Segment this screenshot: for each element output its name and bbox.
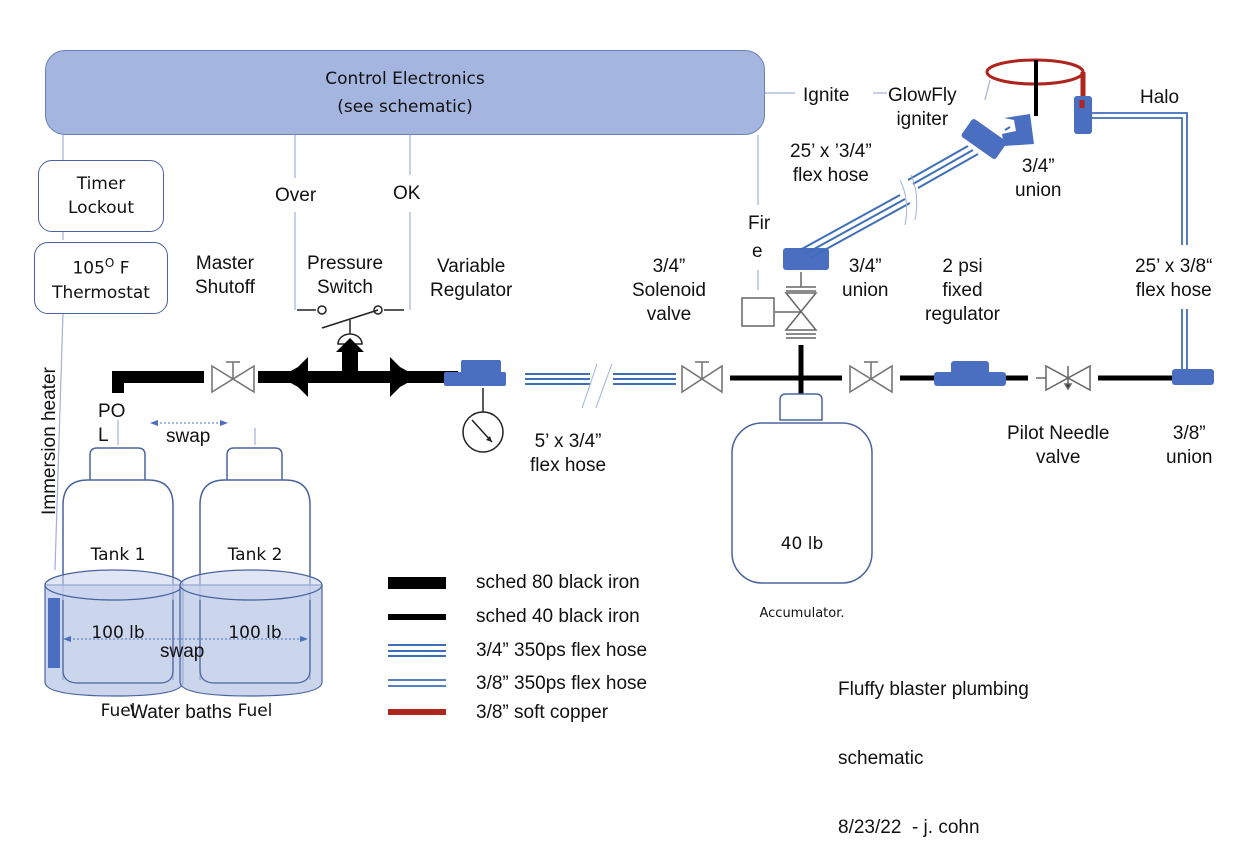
control-electronics-box[interactable]: Control Electronics (see schematic) [45, 50, 765, 135]
thermostat-temp: 105 [72, 258, 105, 279]
union-38-label: 3/8” union [1166, 423, 1213, 468]
inline-valve-2 [849, 361, 893, 394]
inline-valve-1 [681, 361, 723, 394]
sched80-pipe [112, 338, 458, 397]
flex-hose-25ft-34 [799, 126, 1011, 259]
pilot-needle-label: Pilot Needle valve [1007, 423, 1110, 468]
halo-label: Halo [1140, 87, 1180, 108]
fixed-regulator [934, 361, 1006, 386]
legend-label: 3/4” 350ps flex hose [476, 640, 648, 661]
union-mid-label: 3/4” union [842, 256, 889, 301]
title-block: Fluffy blaster plumbing schematic 8/23/2… [838, 632, 1029, 862]
tank-2-content: Fuel [237, 701, 273, 721]
flex-hose-38-label: 25’ x 3/8“ flex hose [1135, 256, 1213, 301]
control-electronics-subtitle: (see schematic) [337, 96, 473, 117]
legend-label: 3/8” soft copper [476, 702, 609, 723]
legend-swatches [388, 577, 446, 715]
immersion-heater-text: Immersion heater [39, 367, 60, 515]
union-top-label: 3/4” union [1015, 156, 1062, 201]
legend-label: sched 80 black iron [476, 572, 640, 593]
timer-lockout-box[interactable]: Timer Lockout [38, 160, 164, 232]
title-line-1: Fluffy blaster plumbing [838, 679, 1029, 700]
signal-wires [54, 79, 991, 571]
water-baths [44, 569, 323, 697]
variable-regulator-label: Variable Regulator [430, 256, 513, 301]
legend-item: 3/8” 350ps flex hose [388, 672, 647, 696]
tank-1-size: 100 lb [91, 623, 145, 643]
legend-swatch-sched80 [388, 577, 446, 589]
solenoid-valve-label: 3/4” Solenoid valve [632, 256, 706, 325]
thermostat-label: Thermostat [52, 282, 150, 303]
title-line-3: 8/23/22 - j. cohn [838, 817, 980, 838]
accumulator-name: Accumulator. [759, 606, 845, 621]
signal-ok-label: OK [393, 183, 421, 204]
signal-over-label: Over [275, 185, 317, 206]
swap-arrows [63, 420, 308, 642]
pressure-switch-symbol [297, 305, 404, 345]
legend-item: 3/8” soft copper [388, 701, 608, 725]
signal-ignite-label: Ignite [803, 85, 850, 106]
legend-swatch-hose38 [388, 679, 446, 687]
legend-item: sched 80 black iron [388, 571, 640, 595]
legend-item: sched 40 black iron [388, 605, 640, 629]
title-line-2: schematic [838, 748, 924, 769]
flex-hose-25ft-38 [1092, 112, 1188, 370]
thermostat-box[interactable]: 105O F Thermostat [34, 242, 168, 314]
tank-1-content: Fuel [100, 701, 136, 721]
water-baths-label: Water baths [130, 702, 232, 723]
pilot-needle-valve [1036, 364, 1091, 392]
signal-fire-label-2: e [752, 241, 763, 262]
union-top [961, 114, 1034, 159]
legend-swatch-hose34 [388, 644, 446, 657]
degree-symbol: O [104, 256, 115, 271]
timer-lockout-label: Timer Lockout [68, 174, 134, 218]
fixed-regulator-label: 2 psi fixed regulator [925, 256, 1000, 325]
swap-top-label: swap [166, 426, 211, 447]
master-shutoff-label: Master Shutoff [195, 253, 255, 298]
accumulator-tank [731, 393, 873, 584]
accumulator-size: 40 lb [780, 534, 824, 554]
pol-label: PO L [98, 401, 126, 446]
legend-item: 3/4” 350ps flex hose [388, 639, 647, 663]
legend-swatch-sched40 [388, 614, 446, 620]
control-electronics-title: Control Electronics [325, 68, 485, 89]
signal-fire-label-1: Fir [748, 213, 771, 234]
glowfly-igniter-label: GlowFly igniter [888, 85, 957, 130]
flex-hose-5-label: 5’ x 3/4” flex hose [530, 431, 607, 476]
tank-1[interactable]: Tank 1 100 lb Fuel [63, 490, 173, 750]
accumulator-label[interactable]: 40 lb Accumulator. [732, 484, 872, 648]
tank-1-name: Tank 1 [90, 545, 146, 565]
tank-2-name: Tank 2 [227, 545, 283, 565]
halo-burner [985, 58, 1092, 134]
pressure-switch-label: Pressure Switch [307, 253, 384, 298]
swap-bottom-label: swap [160, 641, 205, 662]
fire-solenoid-valve [741, 272, 818, 339]
thermostat-setpoint: 105O F [72, 251, 129, 281]
schematic-graphics [44, 58, 1214, 715]
variable-regulator [444, 360, 506, 453]
union-3-8 [1172, 369, 1214, 385]
sched40-pipe [730, 345, 1174, 394]
flex-hose-25-34-label: 25’ x ’3/4” flex hose [790, 141, 872, 186]
tank-2-size: 100 lb [228, 623, 282, 643]
legend-label: sched 40 black iron [476, 606, 640, 627]
wire-thermostat-to-heater [54, 311, 64, 571]
tank-2[interactable]: Tank 2 100 lb Fuel [200, 490, 310, 750]
legend-swatch-copper [388, 709, 446, 715]
flex-hose-5ft [525, 363, 676, 409]
master-shutoff-valve [211, 361, 255, 394]
wire-igniter [984, 79, 991, 101]
immersion-heater-element [48, 598, 60, 668]
legend-label: 3/8” 350ps flex hose [476, 673, 648, 694]
thermostat-unit: F [114, 258, 130, 279]
